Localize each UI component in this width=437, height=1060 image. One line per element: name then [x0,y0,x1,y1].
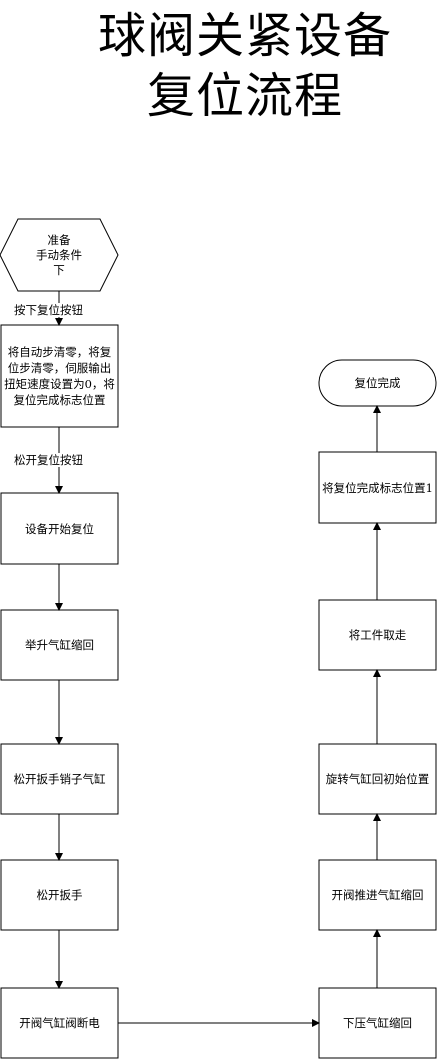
begin-reset-label: 设备开始复位 [25,521,94,536]
lift-retract-label: 举升气缸缩回 [25,638,94,652]
lift-retract-box [0,609,119,681]
set-flag-label: 将复位完成标志位置1 [322,480,433,495]
valve-power-off-box [0,987,119,1059]
begin-reset-box [0,492,119,565]
push-retract-box [318,859,437,931]
take-workpiece-label: 将工件取走 [348,628,407,642]
start-node [0,218,119,292]
valve-power-off-label: 开阀气缸阀断电 [19,1016,100,1030]
edge-label-press-reset: 按下复位按钮 [14,303,83,317]
release-wrench-label: 松开扳手 [36,888,83,902]
push-retract-label: 开阀推进气缸缩回 [331,888,424,902]
press-retract-label: 下压气缸缩回 [343,1016,412,1030]
edge-label-release-reset: 松开复位按钮 [14,453,83,467]
take-workpiece-box [318,599,437,671]
rotate-home-label: 旋转气缸回初始位置 [325,772,430,786]
release-pin-label: 松开扳手销子气缸 [13,772,106,786]
done-label: 复位完成 [354,376,401,390]
title-line-1: 球阀关紧设备 [97,8,392,64]
start-node-label: 准备 手动条件 下 [36,232,82,277]
clear-box-label: 将自动步清零，将复位步清零，伺服输出扭矩速度设置为0，将复位完成标志位置 [4,345,115,407]
rotate-home-box [318,743,437,815]
release-pin-box [0,743,119,815]
title-line-2: 复位流程 [146,68,343,124]
set-flag-box [318,451,437,524]
